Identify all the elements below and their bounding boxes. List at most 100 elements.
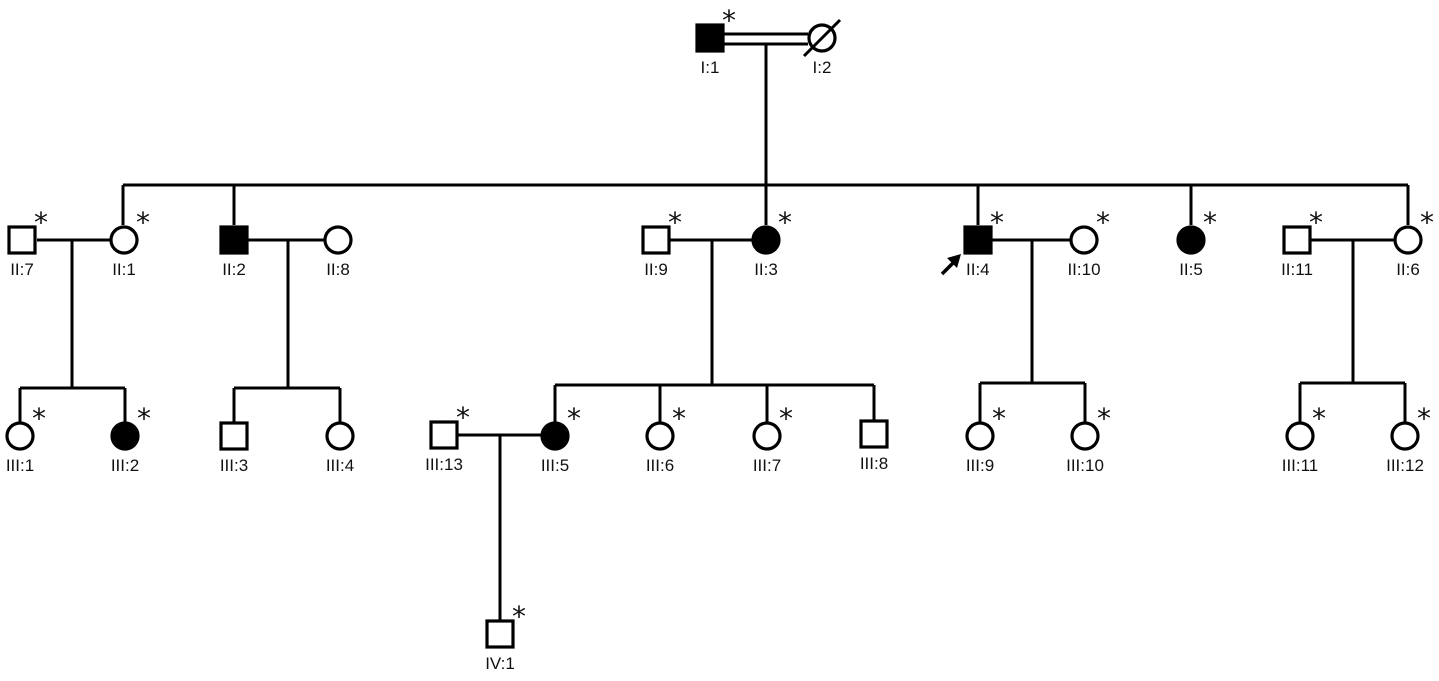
circle-symbol-icon (540, 421, 570, 451)
asterisk-marker: * (32, 402, 46, 435)
individual-IV-1: * IV:1 (485, 600, 526, 673)
individual-III-4: III:4 (325, 421, 355, 475)
individual-label: II:3 (754, 260, 778, 279)
circle-symbol-icon (751, 225, 781, 255)
circle-symbol-icon (110, 421, 140, 451)
individual-label: III:7 (753, 456, 781, 475)
individual-label: II:1 (112, 260, 136, 279)
asterisk-marker: * (34, 206, 48, 239)
asterisk-marker: * (990, 206, 1004, 239)
asterisk-marker: * (1309, 206, 1323, 239)
square-symbol-icon (7, 225, 37, 255)
individual-II-8: II:8 (323, 225, 353, 279)
asterisk-marker: * (136, 206, 150, 239)
asterisk-marker: * (1312, 402, 1326, 435)
deceased-slash-icon (802, 18, 842, 58)
individual-III-11: *III:11 (1282, 402, 1326, 475)
square-symbol-icon (695, 23, 725, 53)
square-symbol-icon (219, 225, 249, 255)
individual-III-8: III:8 (859, 419, 889, 473)
individual-III-10: * III:10 (1066, 402, 1111, 475)
circle-symbol-icon (1285, 421, 1315, 451)
individual-label: III:5 (541, 456, 569, 475)
individual-label: III:2 (111, 456, 139, 475)
individual-label: II:8 (326, 260, 350, 279)
asterisk-marker: * (668, 206, 682, 239)
individual-II-1: * II:1 (109, 206, 150, 279)
square-symbol-icon (429, 420, 459, 450)
circle-symbol-icon (965, 421, 995, 451)
individual-label: II:7 (10, 260, 34, 279)
individual-II-7: * II:7 (7, 206, 48, 279)
circle-symbol-icon (645, 421, 675, 451)
individual-label: II:2 (222, 260, 246, 279)
asterisk-marker: * (456, 401, 470, 434)
circle-symbol-icon (1070, 421, 1100, 451)
individual-I-2: I:2 (802, 18, 842, 77)
individual-II-6: * II:6 (1393, 206, 1434, 279)
circle-symbol-icon (752, 421, 782, 451)
individual-III-6: * III:6 (645, 402, 686, 475)
asterisk-marker: * (137, 402, 151, 435)
individual-III-12: * III:12 (1386, 402, 1431, 475)
square-symbol-icon (1282, 225, 1312, 255)
individual-label: II:5 (1179, 260, 1203, 279)
circle-symbol-icon (323, 225, 353, 255)
asterisk-marker: * (672, 402, 686, 435)
circle-symbol-icon (1069, 225, 1099, 255)
asterisk-marker: * (1096, 206, 1110, 239)
individual-II-3: * II:3 (751, 206, 792, 279)
asterisk-marker: * (992, 402, 1006, 435)
pedigree-individuals: * I:1 I:2 * II:7 * II:1 II:2 II:8 * II:9 * II:3 * II:4… (5, 4, 1434, 673)
individual-II-5: * II:5 (1176, 206, 1217, 279)
individual-label: III:12 (1386, 456, 1424, 475)
asterisk-marker: * (722, 4, 736, 37)
asterisk-marker: * (1203, 206, 1217, 239)
individual-I-1: * I:1 (695, 4, 736, 77)
circle-symbol-icon (109, 225, 139, 255)
individual-label: III:9 (966, 456, 994, 475)
individual-label: II:6 (1396, 260, 1420, 279)
circle-symbol-icon (5, 421, 35, 451)
proband-arrow-icon (940, 254, 961, 276)
individual-label: II:4 (966, 260, 990, 279)
asterisk-marker: * (567, 402, 581, 435)
square-symbol-icon (641, 225, 671, 255)
individual-III-5: * III:5 (540, 402, 581, 475)
circle-symbol-icon (1176, 225, 1206, 255)
individual-label: II:9 (644, 260, 668, 279)
asterisk-marker: * (1420, 206, 1434, 239)
individual-label: III:10 (1066, 456, 1104, 475)
individual-label: III:8 (860, 454, 888, 473)
individual-label: I:2 (813, 58, 832, 77)
asterisk-marker: * (778, 206, 792, 239)
square-symbol-icon (219, 421, 249, 451)
square-symbol-icon (485, 619, 515, 649)
individual-label: III:3 (220, 456, 248, 475)
individual-label: III:1 (6, 456, 34, 475)
asterisk-marker: * (1417, 402, 1431, 435)
square-symbol-icon (963, 225, 993, 255)
circle-symbol-icon (325, 421, 355, 451)
individual-III-13: * III:13 (425, 401, 470, 474)
individual-label: II:11 (1281, 260, 1313, 279)
individual-II-4: * II:4 (963, 206, 1004, 279)
individual-III-3: III:3 (219, 421, 249, 475)
pedigree-lines (18, 32, 1410, 620)
individual-label: III:6 (646, 456, 674, 475)
individual-II-11: * II:11 (1281, 206, 1323, 279)
individual-II-9: * II:9 (641, 206, 682, 279)
asterisk-marker: * (512, 600, 526, 633)
individual-label: I:1 (701, 58, 720, 77)
individual-III-2: * III:2 (110, 402, 151, 475)
individual-label: II:10 (1067, 260, 1100, 279)
circle-symbol-icon (1393, 225, 1423, 255)
individual-label: IV:1 (485, 654, 515, 673)
individual-label: III:13 (425, 455, 463, 474)
individual-II-10: * II:10 (1067, 206, 1110, 279)
individual-III-1: * III:1 (5, 402, 46, 475)
asterisk-marker: * (779, 402, 793, 435)
individual-II-2: II:2 (219, 225, 249, 279)
asterisk-marker: * (1097, 402, 1111, 435)
